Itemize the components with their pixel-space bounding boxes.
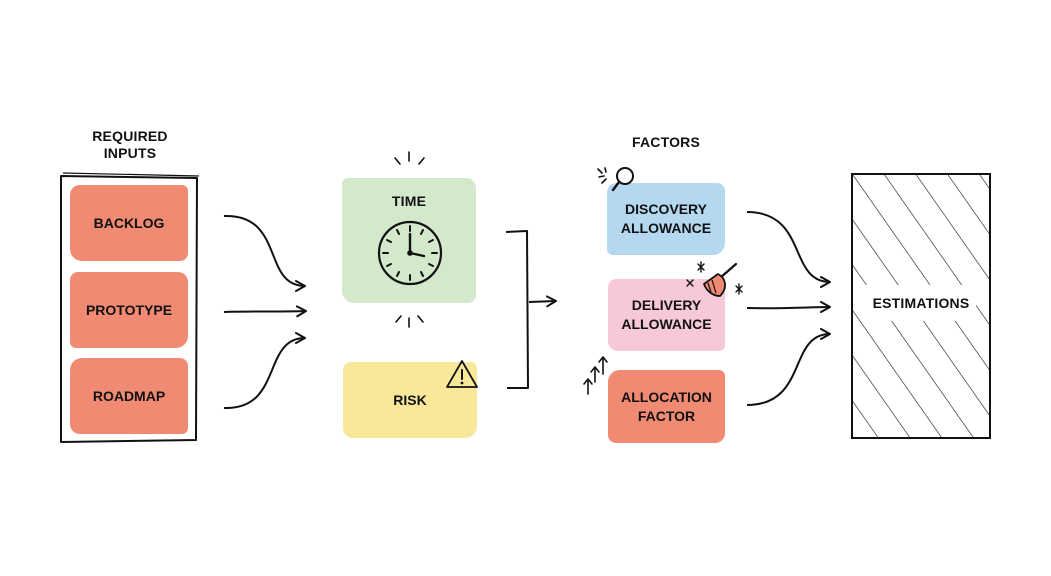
- delivery-line-2: ALLOWANCE: [621, 316, 712, 332]
- delivery-line-1: DELIVERY: [631, 297, 702, 313]
- heading-line-1: REQUIRED: [92, 128, 168, 144]
- estimations-label: ESTIMATIONS: [872, 295, 970, 311]
- arrow-merge: [528, 295, 557, 308]
- clock-icon: [377, 220, 443, 286]
- allocation-line-1: ALLOCATION: [621, 388, 712, 405]
- factors-heading: FACTORS: [631, 134, 701, 150]
- roadmap-card: ROADMAP: [70, 358, 188, 434]
- backlog-card: BACKLOG: [70, 185, 188, 261]
- required-inputs-heading: REQUIRED INPUTS: [78, 128, 182, 162]
- time-card: TIME: [342, 178, 476, 303]
- allocation-factor-card: ALLOCATION FACTOR: [608, 370, 725, 443]
- merge-bracket: [505, 230, 529, 389]
- arrow-discovery: [746, 211, 831, 288]
- warning-icon: [446, 360, 478, 388]
- arrow-delivery: [746, 301, 831, 314]
- arrow-roadmap: [223, 332, 306, 410]
- allocation-line-2: FACTOR: [637, 407, 696, 424]
- discovery-line-1: DISCOVERY: [625, 201, 707, 217]
- discovery-line-2: ALLOWANCE: [620, 220, 712, 236]
- prototype-card: PROTOTYPE: [70, 272, 188, 348]
- arrow-backlog: [223, 214, 306, 292]
- inputs-container: [60, 175, 198, 443]
- delivery-allowance-card: DELIVERY ALLOWANCE: [608, 279, 725, 351]
- arrows-up-icon: [583, 356, 608, 395]
- arrow-prototype: [223, 305, 307, 318]
- arrow-allocation: [746, 328, 831, 406]
- broom-icon: [686, 261, 743, 297]
- heading-line-2: INPUTS: [103, 145, 157, 161]
- discovery-allowance-card: DISCOVERY ALLOWANCE: [607, 183, 725, 255]
- magnifier-icon: [597, 167, 634, 192]
- time-dashes: [394, 151, 425, 328]
- time-label: TIME: [391, 193, 427, 209]
